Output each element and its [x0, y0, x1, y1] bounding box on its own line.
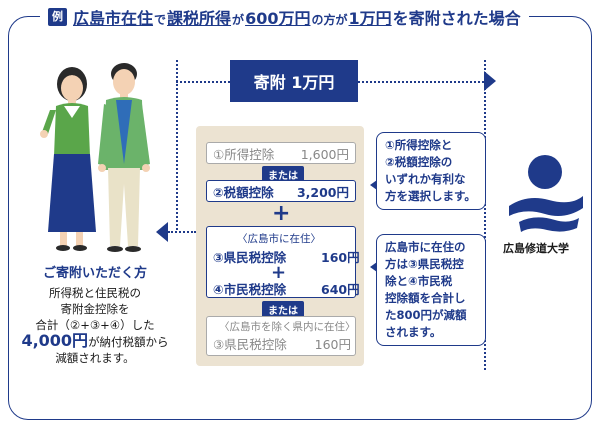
donor-explanation: ご寄附いただく方 所得税と住民税の 寄附金控除を 合計（②+③+④）した 4,0…	[21, 266, 169, 365]
plus-icon: +	[271, 262, 287, 283]
university-name: 広島修道大学	[503, 242, 569, 255]
total-deduction: 4,000円	[21, 331, 89, 350]
plus-icon: +	[272, 201, 291, 226]
donation-box: 寄附 1万円	[230, 60, 358, 102]
arrow-left-icon	[156, 222, 168, 242]
dotted-line	[168, 231, 196, 233]
note-city-resident: 広島市に在住の 方は③県民税控 除と④市民税 控除額を合計し た800円が減額 …	[376, 234, 486, 346]
tax-credit-box: ②税額控除 3,200円	[206, 180, 356, 202]
or-badge: または	[262, 301, 304, 318]
dotted-line	[484, 60, 486, 370]
pointer-icon	[370, 180, 377, 190]
note-choice: ①所得控除と ②税額控除の いずれか有利な 方を選択します。	[376, 132, 486, 210]
dotted-line	[176, 60, 178, 230]
arrow-right-icon	[484, 71, 496, 91]
woman-figure	[40, 67, 96, 251]
city-resident-box: 〈広島市に在住〉 ③県民税控除 160円 + ④市民税控除 640円	[206, 226, 360, 298]
or-badge: または	[262, 166, 304, 183]
donors-illustration	[40, 63, 150, 252]
page-title: 広島市在住 で 課税所得 が 600万円 の方が 1万円 を寄附された場合	[73, 9, 521, 28]
university-logo-icon	[509, 155, 583, 232]
income-deduction-box: ①所得控除 1,600円	[206, 142, 356, 164]
pointer-icon	[370, 262, 377, 272]
title-bar: 例 広島市在住 で 課税所得 が 600万円 の方が 1万円 を寄附された場合	[40, 3, 529, 31]
dotted-line	[358, 81, 484, 83]
outside-city-box: 〈広島市を除く県内に在住〉 ③県民税控除 160円	[206, 316, 356, 356]
example-badge: 例	[48, 8, 67, 26]
man-figure	[98, 63, 150, 252]
dotted-line	[176, 81, 230, 83]
